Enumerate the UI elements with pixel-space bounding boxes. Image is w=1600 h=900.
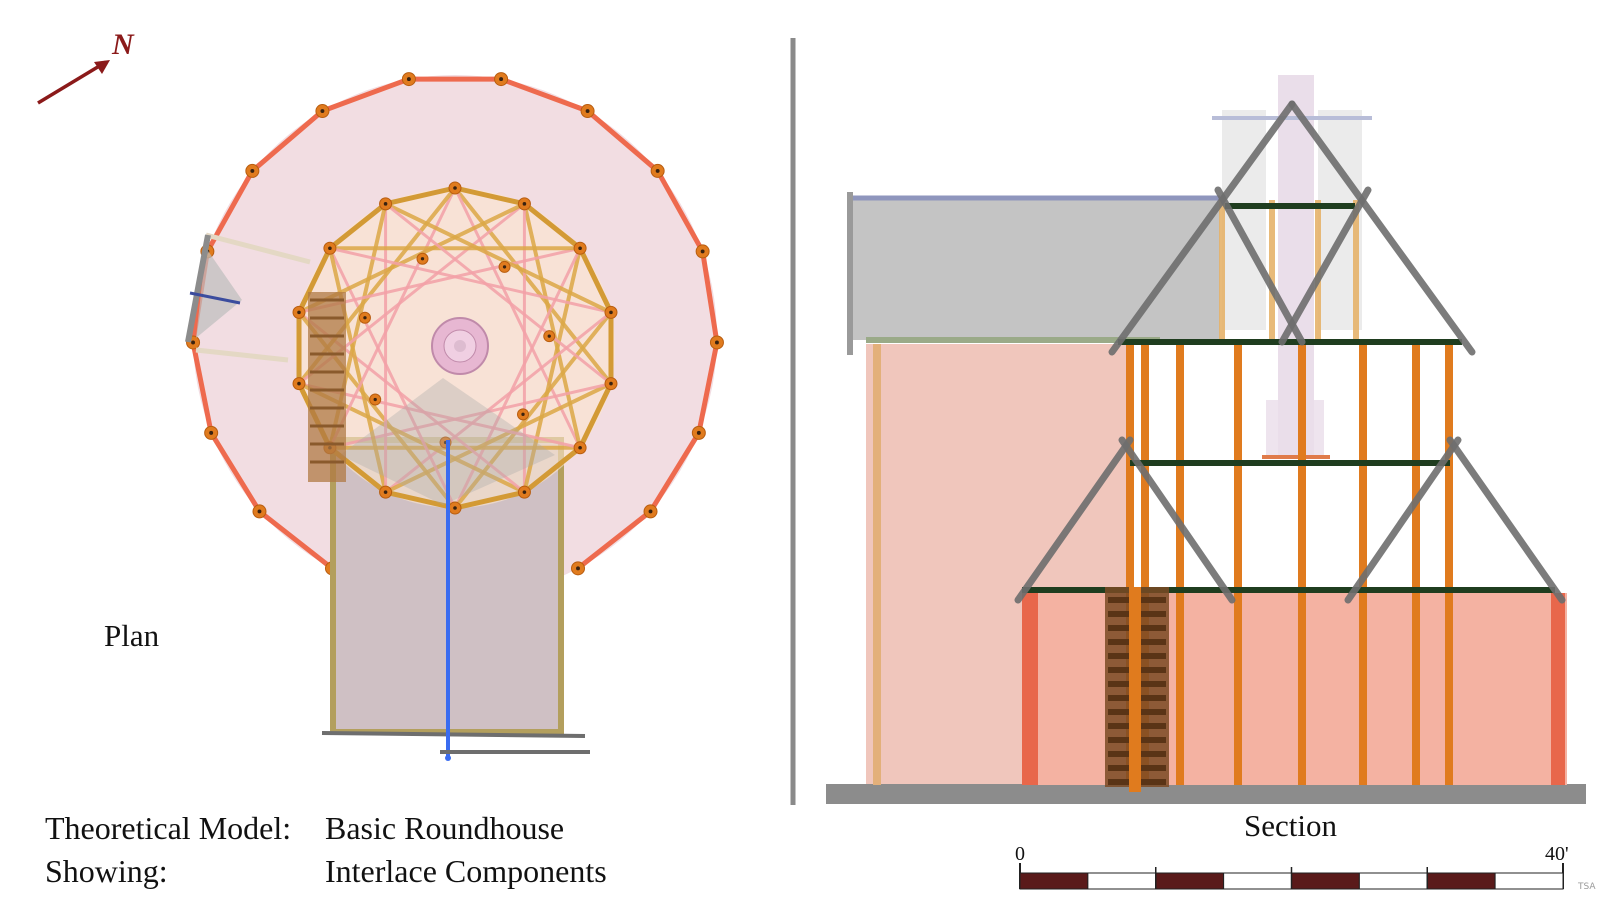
section-rafter — [1014, 436, 1134, 604]
smoke-hood — [1278, 75, 1314, 455]
upper-post — [1219, 200, 1225, 340]
interlace-bar — [329, 246, 612, 314]
interlace-bar — [384, 202, 612, 315]
ground-strip — [826, 784, 1586, 804]
interlace-bar — [453, 247, 582, 509]
section-rafter — [1288, 100, 1476, 356]
interlace-bar — [327, 247, 388, 493]
side-vent — [185, 232, 311, 363]
scale-segment — [1358, 872, 1428, 890]
inner-posts — [358, 252, 556, 449]
caption-model-value: Basic Roundhouse — [325, 810, 565, 846]
section-post — [1412, 340, 1420, 785]
interlace-bar — [384, 311, 612, 494]
plan-drawing — [37, 60, 724, 761]
scale-end-label: 40' — [1545, 843, 1569, 865]
interlace-bar — [328, 247, 457, 509]
section-post — [1298, 340, 1306, 785]
section-rafter — [1446, 436, 1566, 604]
section-posts — [1126, 200, 1453, 785]
north-letter: N — [112, 28, 134, 61]
interlace-bar — [453, 187, 582, 449]
interlace-bar — [384, 202, 612, 385]
inner-ring-posts — [292, 181, 618, 515]
section-post — [1445, 340, 1453, 785]
hearth-icon — [431, 317, 489, 375]
scale-segment — [1426, 872, 1496, 890]
outer-ring — [190, 76, 720, 571]
section-rafter — [1214, 186, 1306, 346]
upper-post — [1269, 200, 1275, 340]
section-post — [1141, 340, 1149, 785]
side-roof-block — [848, 198, 1220, 340]
caption-showing-value: Interlace Components — [325, 853, 607, 889]
interlace-bar — [453, 186, 613, 385]
north-arrow-icon — [37, 60, 110, 105]
scale-segment — [1087, 872, 1157, 890]
porch-threshold — [321, 731, 586, 738]
scale-start-label: 0 — [1015, 843, 1025, 865]
section-rafter — [1278, 186, 1372, 346]
interlace-bar — [522, 247, 583, 493]
lower-wall — [1022, 593, 1567, 785]
scale-bar — [1019, 863, 1564, 890]
section-rafter — [1344, 436, 1462, 604]
section-post — [1126, 340, 1134, 785]
section-post — [1359, 340, 1367, 785]
upper-post — [1315, 200, 1321, 340]
credit-mark: TSA — [1578, 882, 1596, 892]
interlace-bar — [329, 382, 612, 450]
scale-segment — [1291, 872, 1360, 890]
upper-post — [1353, 200, 1359, 340]
interlace-bar — [453, 311, 613, 510]
section-rafter — [1108, 100, 1296, 356]
section-post — [1176, 340, 1184, 785]
scale-segment — [1223, 872, 1292, 890]
caption-model-key: Theoretical Model: — [45, 810, 292, 846]
scale-segment — [1155, 872, 1225, 890]
section-drawing — [826, 75, 1586, 804]
interlace-bar — [384, 381, 612, 494]
section-rafter — [1118, 436, 1236, 604]
scale-segment — [1019, 872, 1089, 890]
section-post — [1234, 340, 1242, 785]
caption-showing-key: Showing: — [45, 853, 168, 889]
section-rafters — [1014, 100, 1566, 604]
plan-label: Plan — [104, 618, 160, 653]
ladder-plan — [308, 292, 346, 482]
scale-segment — [1494, 872, 1564, 890]
interlace-bar — [522, 203, 583, 449]
section-label: Section — [1244, 808, 1337, 843]
interlace-bar — [328, 187, 457, 449]
ladder-section — [1105, 587, 1169, 792]
